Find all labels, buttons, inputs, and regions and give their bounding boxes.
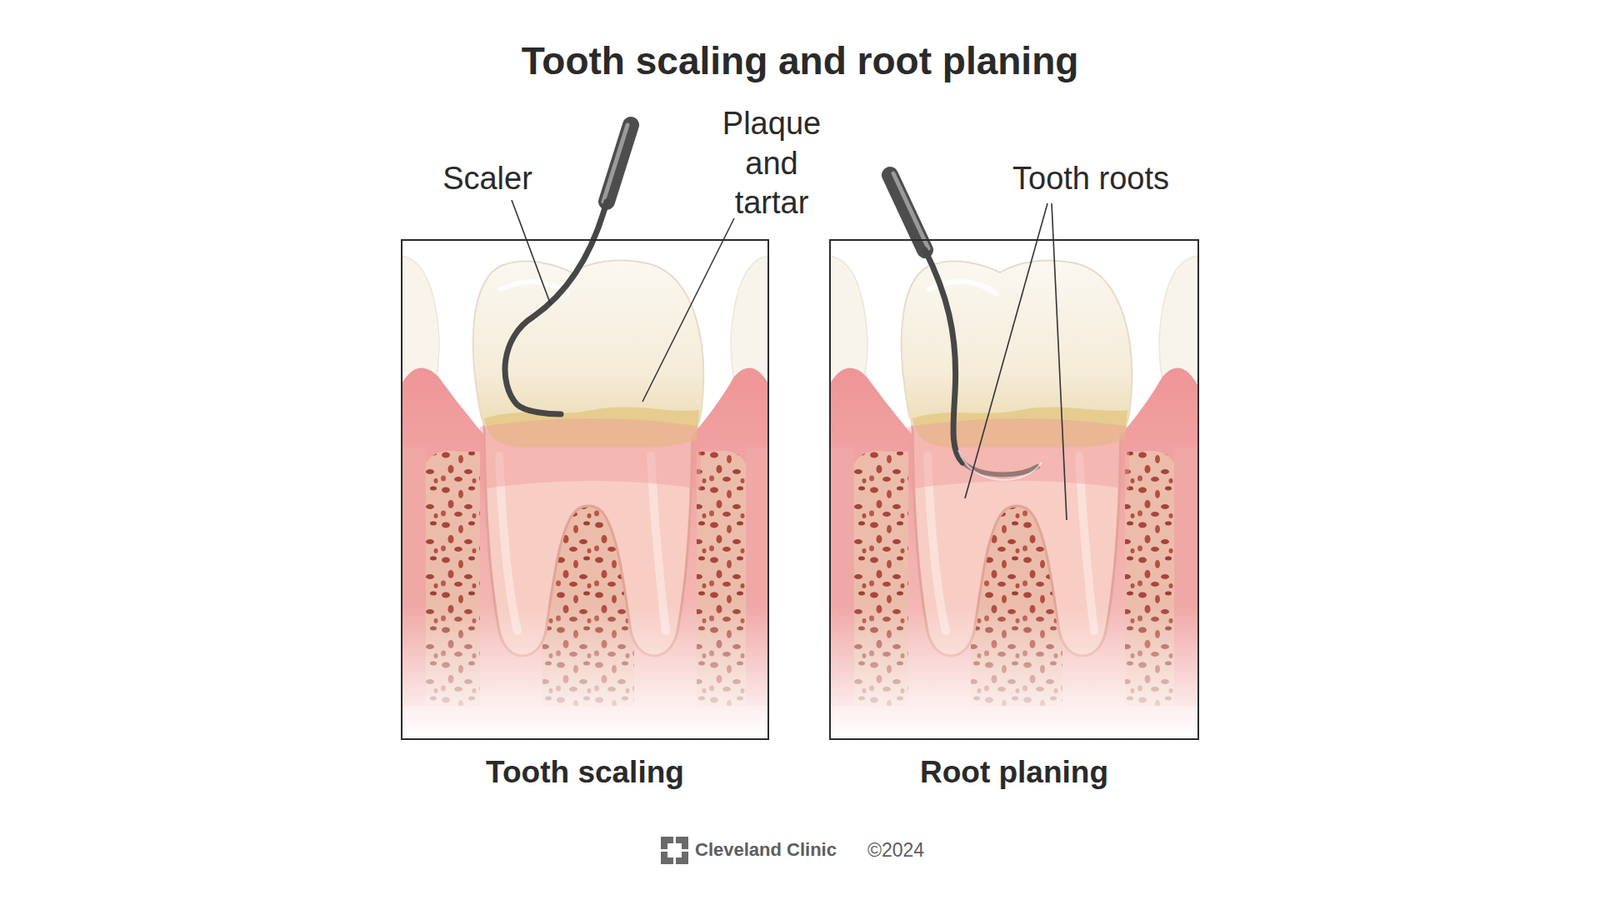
scaler-instrument — [890, 173, 1042, 480]
part-label: Scaler — [442, 160, 533, 197]
panel-frame: Root planing — [829, 239, 1200, 740]
panel-caption: Root planing — [920, 755, 1109, 790]
tooth-cross-section — [829, 239, 1198, 740]
part-label: Tooth roots — [1012, 160, 1170, 197]
diagram-title: Tooth scaling and root planing — [521, 38, 1080, 84]
tooth-cross-section — [400, 239, 770, 740]
brand-name: Cleveland Clinic — [695, 839, 837, 861]
leader-lines — [511, 200, 1067, 520]
panel-frame: Tooth scaling — [400, 239, 770, 740]
part-label: Plaque and tartar — [707, 104, 837, 224]
panel-caption: Tooth scaling — [485, 755, 685, 790]
logo-mark — [660, 836, 689, 865]
copyright-note: ©2024 — [867, 839, 925, 862]
